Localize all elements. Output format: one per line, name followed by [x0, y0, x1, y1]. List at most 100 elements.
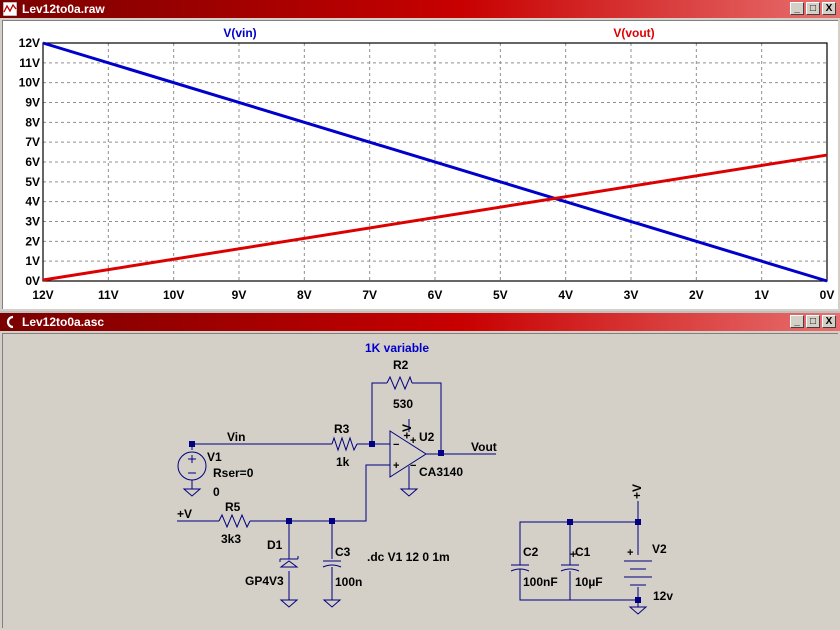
y-tick-label: 6V [25, 155, 40, 169]
resistor-r3[interactable] [331, 436, 358, 452]
y-tick-label: 5V [25, 175, 40, 189]
x-tick-label: 7V [362, 288, 377, 302]
ground-symbol [399, 488, 419, 497]
x-tick-label: 4V [558, 288, 573, 302]
junction-dot [567, 519, 573, 525]
x-tick-label: 10V [163, 288, 184, 302]
x-tick-label: 8V [297, 288, 312, 302]
x-tick-label: 5V [493, 288, 508, 302]
schematic-pane[interactable]: − + + − + + 1K variable R2 530 R3 1k +V … [2, 333, 838, 628]
v2-supply-label: +V [630, 484, 644, 499]
ground-symbol [322, 599, 342, 608]
resistor-r2[interactable] [386, 375, 413, 391]
capacitor-c2[interactable] [510, 564, 530, 572]
v1-param: Rser=0 [213, 466, 254, 480]
junction-dot [369, 441, 375, 447]
plot-window-title: Lev12to0a.raw [22, 2, 105, 16]
net-label-vin: Vin [227, 430, 245, 444]
v1-value: 0 [213, 485, 220, 499]
junction-dot [286, 518, 292, 524]
maximize-button[interactable]: □ [806, 2, 820, 15]
cap-plus-mark: + [570, 549, 576, 561]
r5-name: R5 [225, 500, 241, 514]
r5-value: 3k3 [221, 532, 241, 546]
pot-label: 1K variable [365, 341, 429, 355]
wire-feedback [412, 382, 442, 453]
x-tick-label: 6V [428, 288, 443, 302]
y-tick-label: 2V [25, 234, 40, 248]
plot-window-titlebar[interactable]: Lev12to0a.raw _□X [0, 0, 840, 18]
junction-dot [438, 450, 444, 456]
wire-rail-bottom [519, 569, 639, 607]
schematic-canvas[interactable]: − + + − + + 1K variable R2 530 R3 1k +V … [3, 334, 837, 628]
schematic-window-title: Lev12to0a.asc [22, 315, 105, 329]
ground-symbol [279, 599, 299, 608]
close-button[interactable]: X [822, 315, 836, 328]
battery-v2[interactable] [624, 560, 652, 586]
minimize-button[interactable]: _ [790, 2, 804, 15]
c2-value: 100nF [523, 575, 558, 589]
wire-noninv [289, 464, 390, 522]
x-tick-label: 2V [689, 288, 704, 302]
schematic-window-titlebar[interactable]: Lev12to0a.asc _□X [0, 313, 840, 331]
zener-d1[interactable] [279, 556, 299, 568]
waveform-icon [3, 2, 17, 16]
plus-minus-icon [188, 455, 196, 474]
ground-symbol [628, 606, 648, 615]
schematic-icon [6, 315, 14, 329]
c3-name: C3 [335, 545, 351, 559]
v2-value: 12v [653, 589, 673, 603]
plot-window: Lev12to0a.raw _□X 0V 1V 2V 3V 4V 5V 6V 7V 8V 9V 10… [0, 0, 840, 311]
plot-frame [42, 42, 828, 282]
capacitor-c1[interactable] [560, 564, 580, 572]
capacitor-c3[interactable] [322, 560, 342, 568]
opamp-supply-minus: − [410, 460, 416, 472]
x-tick-label: 0V [820, 288, 835, 302]
x-tick-label: 3V [624, 288, 639, 302]
r3-value: 1k [336, 455, 350, 469]
minimize-button[interactable]: _ [790, 315, 804, 328]
v2-name: V2 [652, 542, 667, 556]
trace-label-vin[interactable]: V(vin) [223, 26, 256, 40]
junction-dot [635, 519, 641, 525]
net-label-plus-v: +V [177, 507, 192, 521]
c2-name: C2 [523, 545, 539, 559]
x-tick-label: 11V [98, 288, 119, 302]
opamp-plus-mark: + [393, 460, 399, 472]
spice-directive[interactable]: .dc V1 12 0 1m [367, 550, 450, 564]
y-tick-label: 11V [19, 56, 40, 70]
d1-model: GP4V3 [245, 574, 284, 588]
close-button[interactable]: X [822, 2, 836, 15]
junction-dot [189, 441, 195, 447]
wire-feedback [371, 382, 387, 445]
trace-vout[interactable] [42, 153, 828, 282]
y-tick-label: 3V [25, 215, 40, 229]
net-label-vout: Vout [471, 440, 497, 454]
opamp-u2[interactable] [389, 430, 427, 478]
y-tick-label: 12V [19, 36, 40, 50]
y-tick-label: 8V [25, 115, 40, 129]
x-tick-label: 1V [754, 288, 769, 302]
u2-name: U2 [419, 430, 435, 444]
r2-value: 530 [393, 397, 413, 411]
y-tick-label: 0V [25, 274, 40, 288]
opamp-supply-plus: + [410, 435, 416, 447]
opamp-minus-mark: − [393, 439, 399, 451]
x-tick-label: 9V [232, 288, 247, 302]
c1-value: 10µF [575, 575, 603, 589]
trace-label-vout[interactable]: V(vout) [613, 26, 654, 40]
r2-name: R2 [393, 358, 409, 372]
resistor-r5[interactable] [218, 513, 251, 529]
c1-name: C1 [575, 545, 591, 559]
r3-name: R3 [334, 422, 350, 436]
junction-dot [329, 518, 335, 524]
y-tick-label: 4V [25, 195, 40, 209]
y-tick-label: 1V [25, 254, 40, 268]
trace-vin[interactable] [42, 41, 828, 283]
x-tick-label: 12V [32, 288, 53, 302]
battery-plus-mark: + [627, 547, 633, 559]
u2-supply-label: +V [400, 424, 414, 439]
maximize-button[interactable]: □ [806, 315, 820, 328]
